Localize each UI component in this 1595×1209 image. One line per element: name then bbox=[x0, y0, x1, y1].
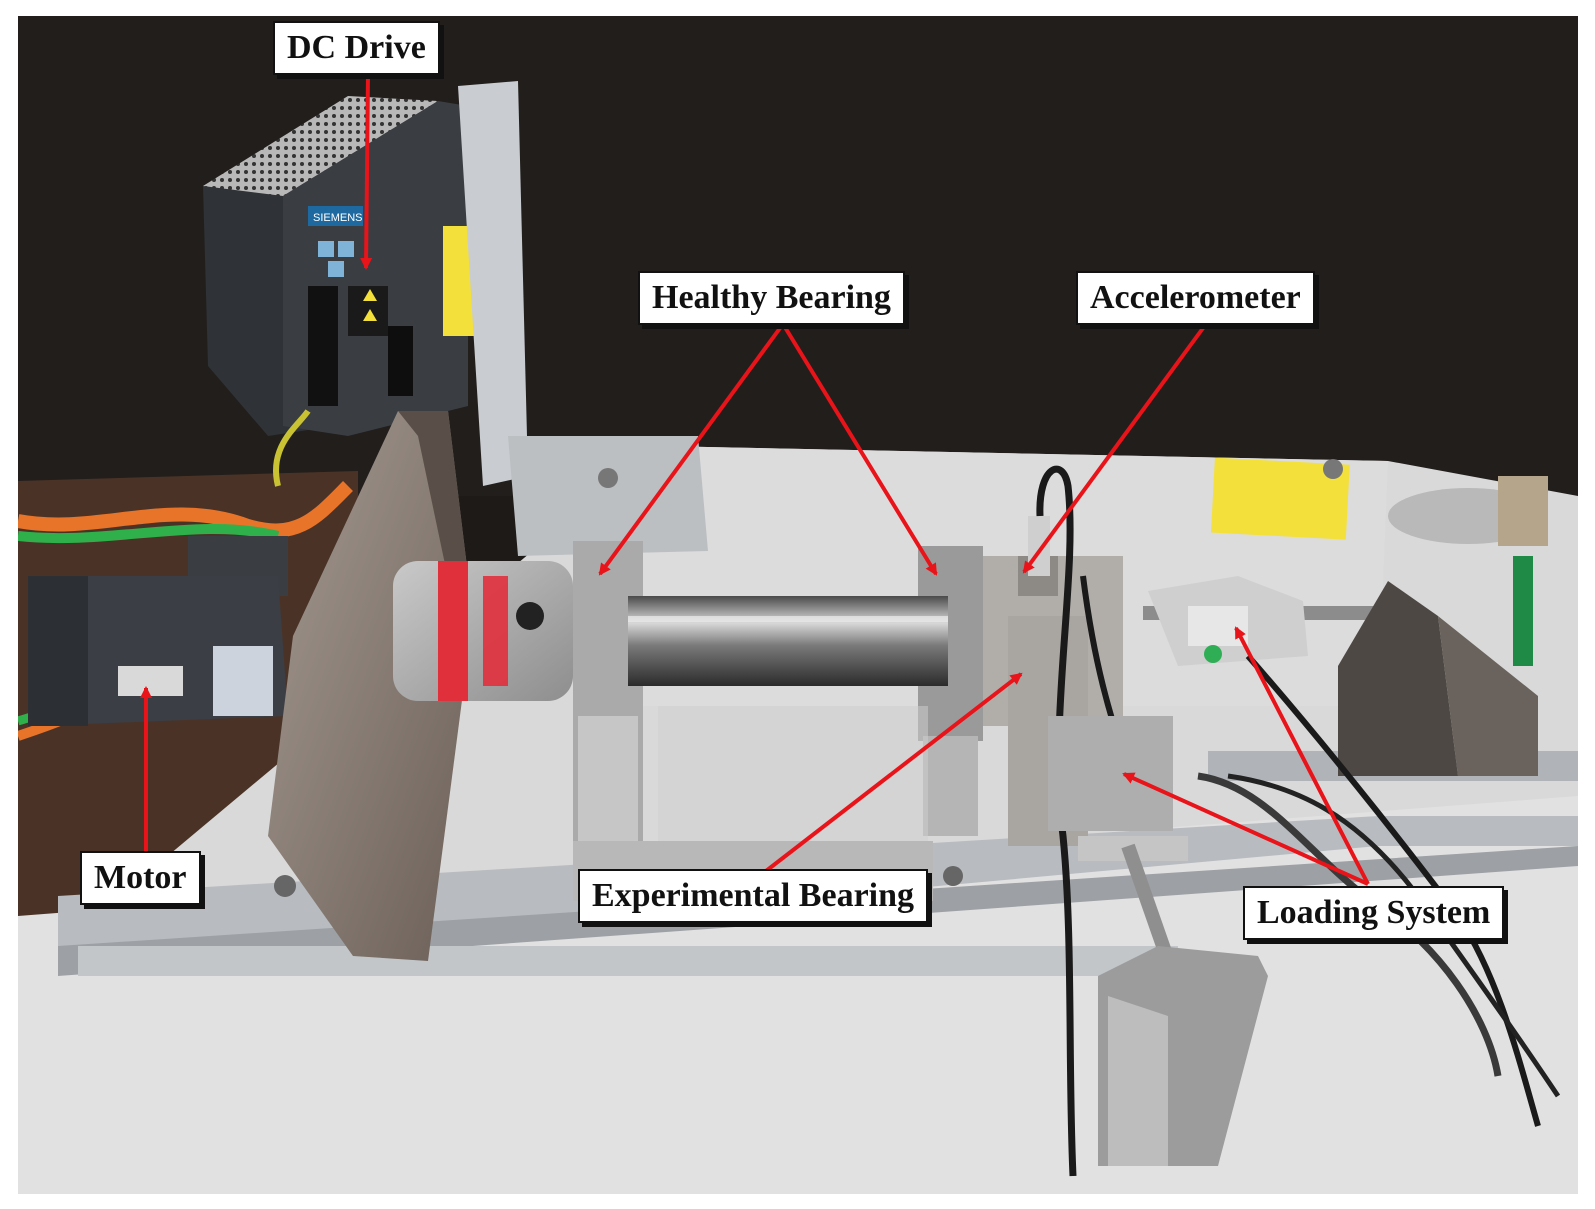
test-rig-photo: SIEMENS bbox=[18, 16, 1578, 1194]
healthy-bearing-label: Healthy Bearing bbox=[638, 271, 905, 325]
loading-system-label: Loading System bbox=[1243, 886, 1505, 940]
drive-brand-text: SIEMENS bbox=[313, 212, 363, 224]
motor-label: Motor bbox=[80, 851, 201, 905]
accelerometer-label: Accelerometer bbox=[1076, 271, 1315, 325]
photo-frame: SIEMENS bbox=[18, 16, 1578, 1194]
experimental-bearing-label: Experimental Bearing bbox=[578, 869, 929, 923]
dc-drive-label: DC Drive bbox=[273, 21, 440, 75]
